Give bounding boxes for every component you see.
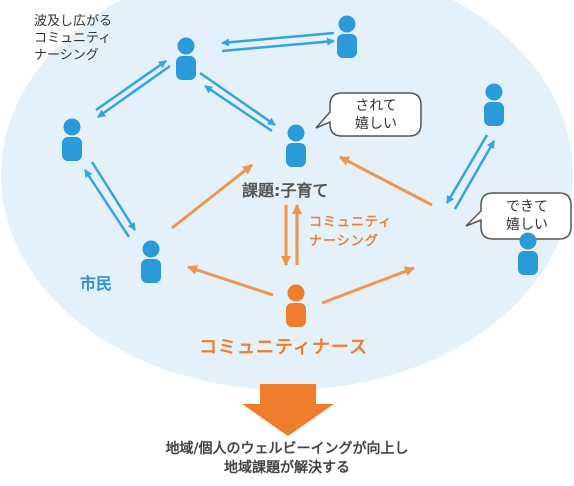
arrow-nurse-to-p5: [187, 265, 274, 297]
person-icon: [286, 284, 306, 327]
speech-bubble-1-line-1: されて: [355, 98, 397, 114]
speech-bubble-2: [465, 192, 572, 240]
outcome-line-1: 地域/個人のウェルビーイングが向上し: [165, 441, 409, 457]
speech-bubble-2-line-1: できて: [506, 199, 548, 215]
arrow-p7-to-p6: [453, 140, 496, 210]
arrow-down-icon: [242, 384, 334, 436]
outcome-text: 地域/個人のウェルビーイングが向上し 地域課題が解決する: [0, 440, 574, 478]
speech-bubble-1-line-2: 嬉しい: [355, 116, 397, 132]
topic-label: 課題:子育て: [242, 181, 329, 200]
person-icon: [337, 15, 357, 58]
arrow-p5-to-p3: [83, 169, 131, 238]
arrow-p4-to-p1: [204, 84, 273, 133]
arrow-p3-to-p5: [90, 161, 137, 231]
person-icon: [62, 118, 82, 161]
speech-bubble-2-line-2: 嬉しい: [506, 217, 548, 233]
arrow-right-to-topic: [339, 155, 433, 207]
community-nursing-label-line-1: コミュニティ: [309, 215, 393, 230]
speech-bubble-1-text: されて 嬉しい: [336, 97, 416, 133]
ripple-label-line-2: コミュニティ: [34, 31, 112, 46]
person-icon: [518, 232, 538, 275]
arrow-p1-to-p2: [221, 37, 335, 53]
citizen-label: 市民: [80, 274, 113, 293]
person-icon: [141, 240, 161, 283]
background-ellipse: [1, 0, 573, 390]
arrow-p6-to-p7: [445, 134, 489, 204]
person-icon: [176, 37, 196, 80]
ripple-label-line-1: 波及し広がる: [34, 14, 113, 29]
arrow-p1-to-p3: [97, 64, 171, 119]
ripple-arrows: [83, 31, 496, 238]
speech-bubble-2-text: できて 嬉しい: [487, 198, 567, 234]
outcome-line-2: 地域課題が解決する: [224, 460, 350, 476]
arrow-p5-to-topic: [171, 163, 253, 230]
community-nursing-label-line-2: ナーシング: [309, 234, 379, 249]
person-icon: [286, 124, 306, 167]
arrow-p3-to-p1: [95, 59, 167, 112]
speech-bubble-1: [315, 92, 422, 137]
arrow-p1-to-p4: [199, 71, 276, 127]
ripple-label: 波及し広がる コミュニティ ナーシング: [34, 13, 112, 64]
nursing-arrows: [171, 155, 433, 305]
arrow-p2-to-p1: [221, 31, 335, 47]
arrow-nurse-to-right: [321, 266, 415, 305]
community-nursing-label: コミュニティ ナーシング: [309, 213, 392, 251]
person-icon: [484, 83, 504, 126]
nurse-label: コミュニティナース: [199, 337, 369, 358]
ripple-label-line-3: ナーシング: [34, 48, 99, 63]
